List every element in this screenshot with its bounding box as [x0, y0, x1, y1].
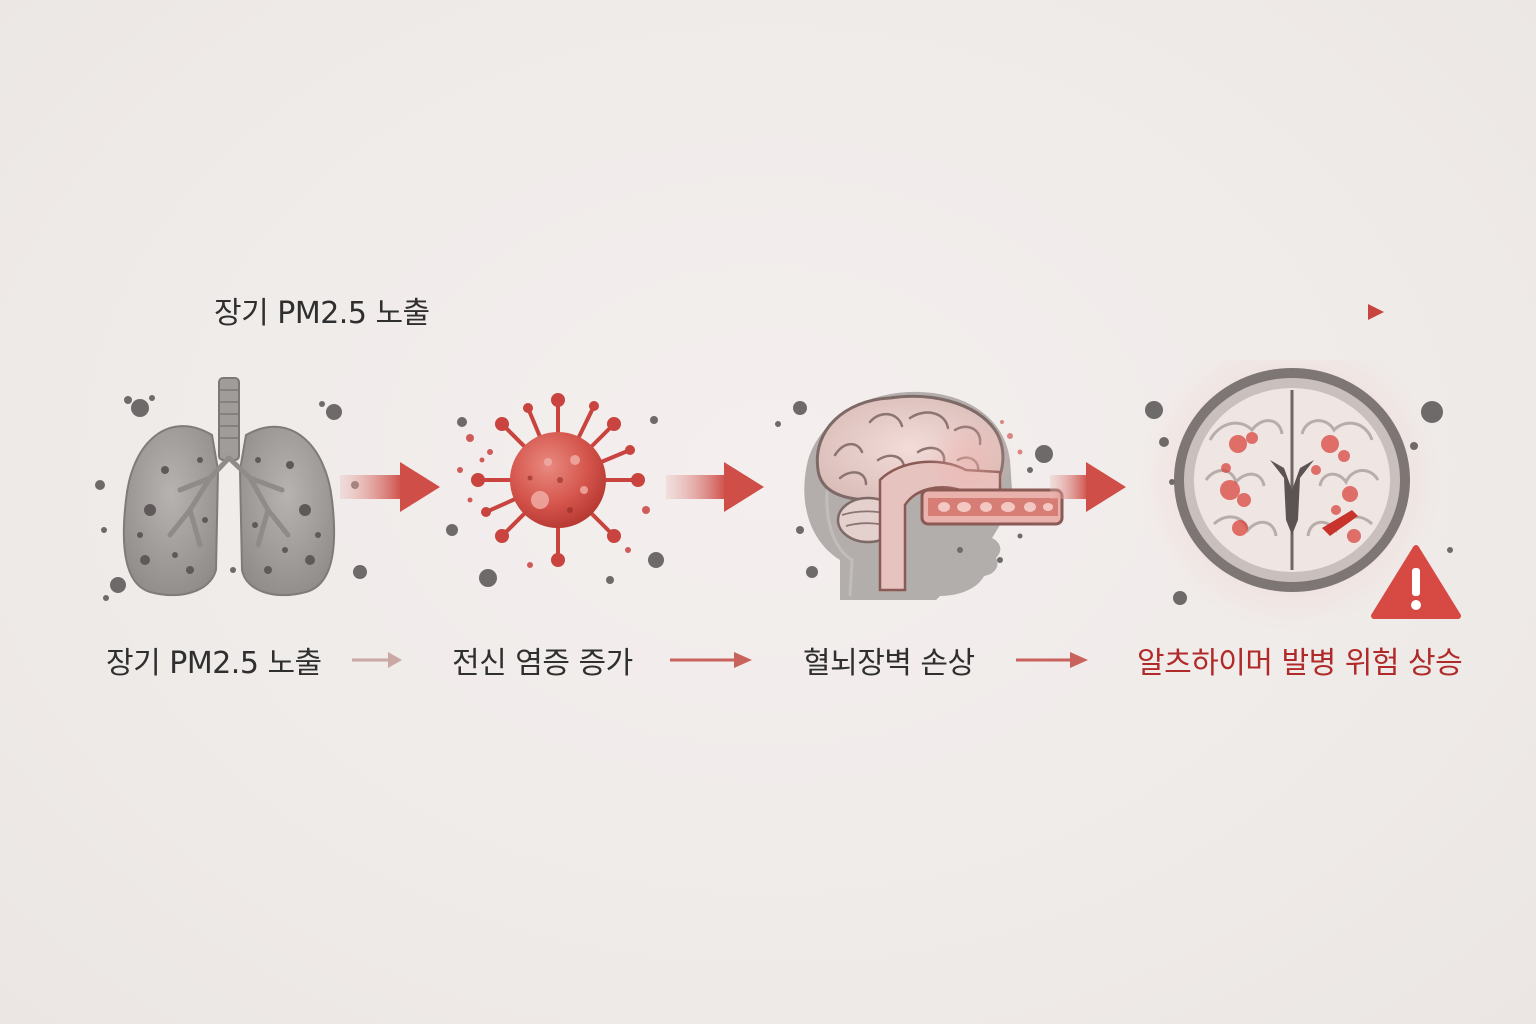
brain-barrier-icon — [775, 391, 1064, 600]
flow-arrow-3-icon — [1050, 462, 1126, 512]
inflammation-virus-icon — [446, 393, 664, 587]
small-arrow-3-icon — [1016, 652, 1088, 668]
illustration-row — [95, 360, 1461, 630]
step-label-2: 전신 염증 증가 — [452, 646, 633, 681]
step-label-1: 장기 PM2.5 노출 — [106, 646, 322, 681]
timeline-dotted-arrow — [468, 304, 1384, 320]
timeline-arrowhead-icon — [1368, 304, 1384, 320]
flow-arrow-1-icon — [340, 462, 440, 512]
flow-arrow-2-icon — [666, 462, 764, 512]
step-label-3: 혈뇌장벽 손상 — [803, 646, 975, 681]
lungs-icon — [95, 377, 367, 601]
warning-triangle-icon — [1371, 545, 1461, 619]
step-label-4: 알츠하이머 발병 위험 상승 — [1137, 646, 1463, 681]
small-arrow-1-icon — [352, 652, 402, 668]
small-arrow-2-icon — [670, 652, 752, 668]
timeline-label: 장기 PM2.5 노출 — [214, 296, 430, 331]
brain-scan-icon — [1140, 360, 1461, 630]
